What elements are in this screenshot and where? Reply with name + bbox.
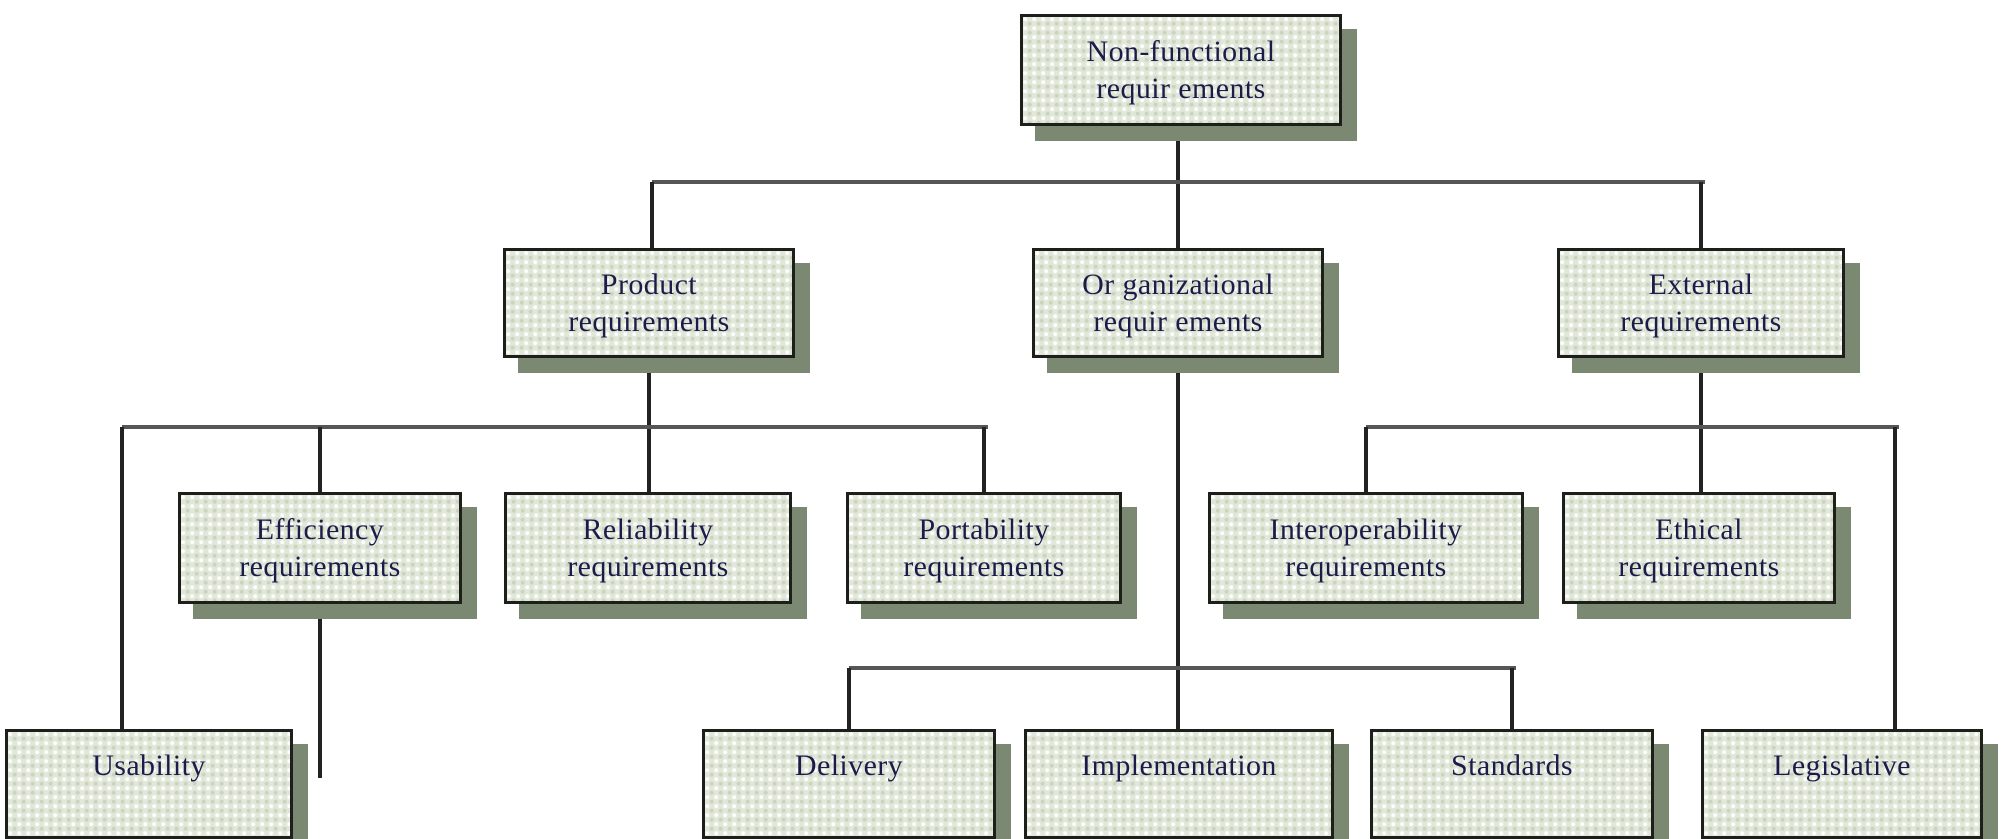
connector-line-horizontal bbox=[122, 425, 988, 429]
node-implementation-requirements: Implementation bbox=[1024, 729, 1334, 839]
connector-line-vertical bbox=[650, 182, 654, 248]
node-label-line: Efficiency bbox=[255, 513, 385, 546]
node-usability-requirements: Usability bbox=[5, 729, 293, 839]
node-label-line: requirements bbox=[1620, 305, 1782, 338]
node-label-line: Usability bbox=[92, 749, 206, 782]
node-label-line: External bbox=[1648, 268, 1754, 301]
node-label-line: requirements bbox=[568, 305, 730, 338]
node-label-line: requirements bbox=[903, 550, 1065, 583]
node-legislative-requirements: Legislative bbox=[1701, 729, 1983, 839]
node-label-line: Product bbox=[600, 268, 698, 301]
node-label-line: Or ganizational bbox=[1082, 268, 1274, 301]
connector-line-horizontal bbox=[1366, 425, 1899, 429]
node-efficiency-requirements: Efficiency requirements bbox=[178, 492, 462, 604]
connector-line-horizontal bbox=[652, 180, 1705, 184]
connector-line-vertical bbox=[1364, 427, 1368, 492]
node-label-line: Portability bbox=[918, 513, 1050, 546]
node-label-line: requirements bbox=[567, 550, 729, 583]
connector-line-vertical bbox=[1176, 358, 1180, 731]
connector-line-vertical bbox=[120, 427, 124, 731]
node-label-line: Reliability bbox=[582, 513, 714, 546]
node-label-line: Delivery bbox=[794, 749, 904, 782]
node-product-requirements: Product requirements bbox=[503, 248, 795, 358]
connector-line-vertical bbox=[1176, 124, 1180, 248]
node-label-line: requirements bbox=[239, 550, 401, 583]
node-ethical-requirements: Ethical requirements bbox=[1562, 492, 1836, 604]
node-reliability-requirements: Reliability requirements bbox=[504, 492, 792, 604]
node-delivery-requirements: Delivery bbox=[702, 729, 996, 839]
node-label-line: Implementation bbox=[1081, 749, 1277, 782]
connector-line-vertical bbox=[982, 427, 986, 492]
connector-line-vertical bbox=[1510, 668, 1514, 731]
node-label-line: Interoperability bbox=[1269, 513, 1463, 546]
node-organizational-requirements: Or ganizational requir ements bbox=[1032, 248, 1324, 358]
connector-line-vertical bbox=[1699, 182, 1703, 248]
node-label-line: Non-functional bbox=[1086, 35, 1276, 68]
node-label-line: Legislative bbox=[1773, 749, 1911, 782]
node-label-line: requirements bbox=[1618, 550, 1780, 583]
connector-line-horizontal bbox=[849, 666, 1516, 670]
connector-line-vertical bbox=[847, 668, 851, 731]
node-label-line: requir ements bbox=[1096, 72, 1266, 105]
connector-line-vertical bbox=[318, 427, 322, 492]
node-label-line: Ethical bbox=[1655, 513, 1743, 546]
connector-line-vertical bbox=[318, 602, 322, 778]
node-portability-requirements: Portability requirements bbox=[846, 492, 1122, 604]
node-standards-requirements: Standards bbox=[1370, 729, 1654, 839]
node-label-line: Standards bbox=[1451, 749, 1573, 782]
node-label-line: requirements bbox=[1285, 550, 1447, 583]
node-external-requirements: External requirements bbox=[1557, 248, 1845, 358]
node-label-line: requir ements bbox=[1093, 305, 1263, 338]
node-interoperability-requirements: Interoperability requirements bbox=[1208, 492, 1524, 604]
connector-line-vertical bbox=[1893, 427, 1897, 731]
node-non-functional-requirements: Non-functional requir ements bbox=[1020, 14, 1342, 126]
